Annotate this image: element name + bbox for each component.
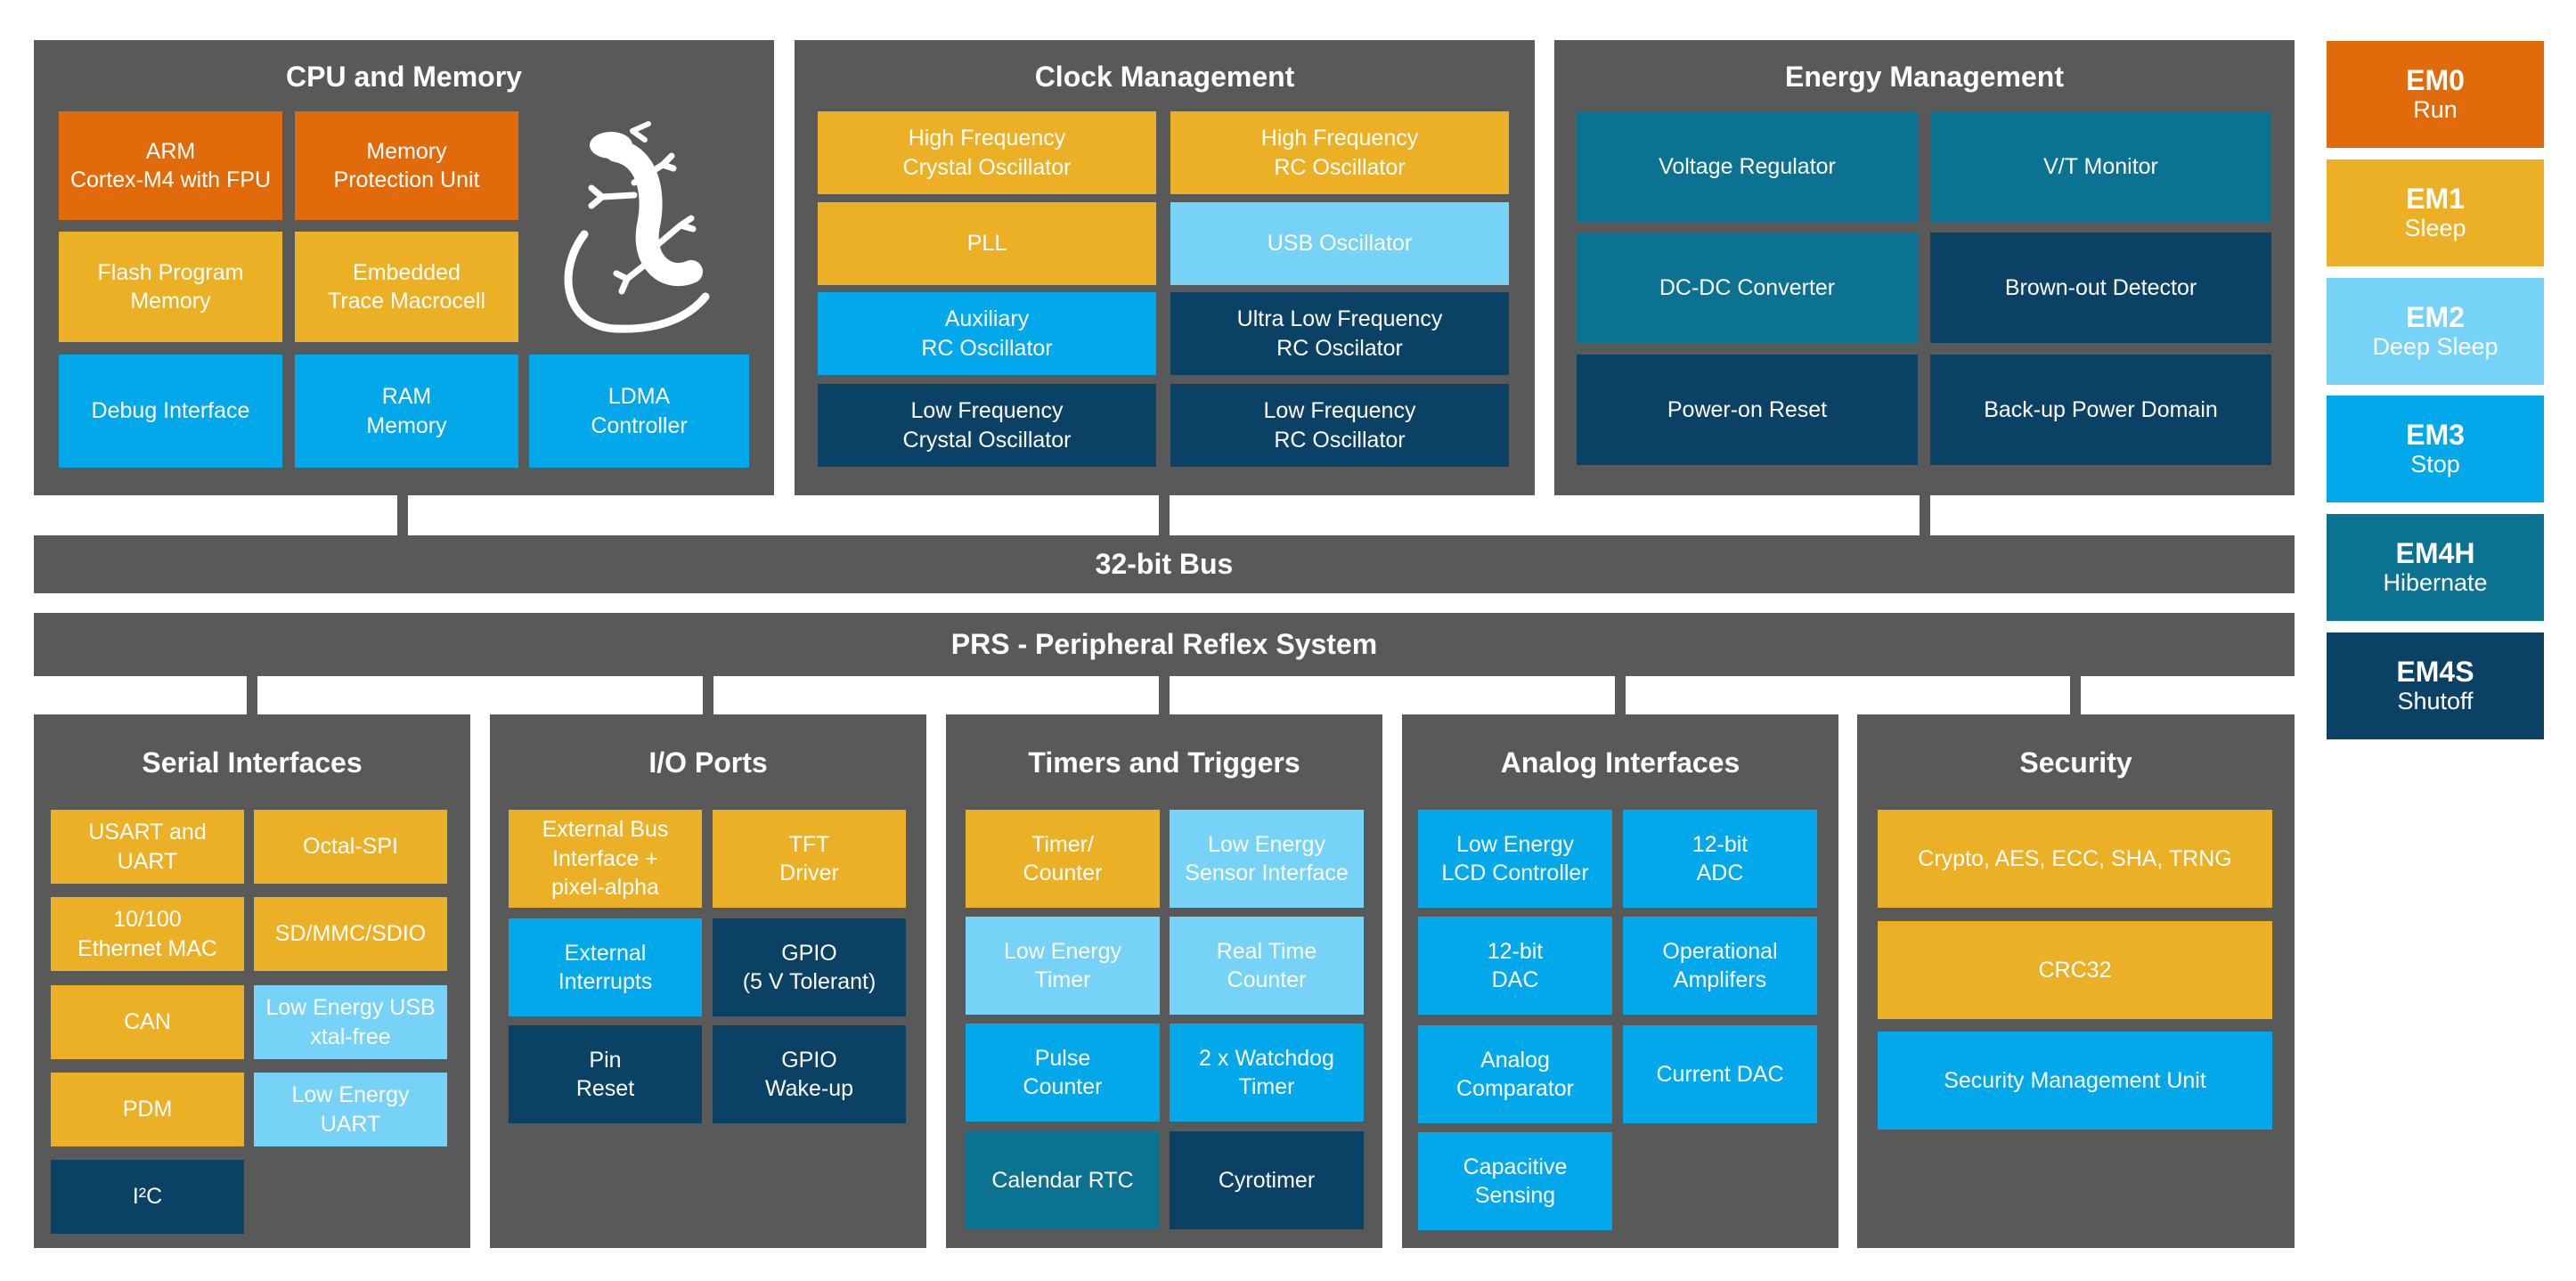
security-management-unit-block: Security Management Unit [1878, 1032, 2272, 1130]
timers-triggers-panel: Timers and Triggers Timer/ Counter Low E… [946, 714, 1382, 1248]
pdm-block: PDM [51, 1073, 244, 1146]
legend-em4h-name: Hibernate [2383, 569, 2488, 597]
analog-interfaces-panel: Analog Interfaces Low Energy LCD Control… [1402, 714, 1838, 1248]
crc32-block: CRC32 [1878, 921, 2272, 1019]
dc-dc-converter-block: DC-DC Converter [1577, 233, 1918, 343]
analog-prs-connector [1615, 675, 1626, 715]
legend-em4s: EM4S Shutoff [2327, 632, 2544, 739]
le-lcd-controller-block: Low Energy LCD Controller [1418, 810, 1612, 908]
energy-bus-connector [1920, 495, 1930, 536]
voltage-regulator-block: Voltage Regulator [1577, 111, 1918, 222]
crypto-block: Crypto, AES, ECC, SHA, TRNG [1878, 810, 2272, 908]
gpio-wake-up-block: GPIO Wake-up [713, 1025, 906, 1123]
power-on-reset-block: Power-on Reset [1577, 355, 1918, 465]
legend-em2: EM2 Deep Sleep [2327, 278, 2544, 385]
le-usb-block: Low Energy USB xtal-free [254, 985, 447, 1059]
watchdog-timer-block: 2 x Watchdog Timer [1170, 1024, 1364, 1122]
tft-driver-block: TFT Driver [713, 810, 906, 908]
prs-bar: PRS - Peripheral Reflex System [34, 613, 2295, 676]
backup-power-domain-block: Back-up Power Domain [1930, 355, 2271, 465]
io-ports-title: I/O Ports [648, 747, 768, 779]
energy-management-panel: Energy Management Voltage Regulator V/T … [1554, 40, 2295, 495]
serial-prs-connector [247, 675, 257, 715]
debug-interface-block: Debug Interface [59, 355, 282, 468]
energy-management-title: Energy Management [1785, 61, 2064, 93]
ram-memory-block: RAM Memory [295, 355, 518, 468]
clock-bus-connector [1159, 495, 1170, 536]
usart-uart-block: USART and UART [51, 810, 244, 884]
auxiliary-rc-oscillator-block: Auxiliary RC Oscillator [818, 292, 1156, 375]
can-block: CAN [51, 985, 244, 1059]
security-panel: Security Crypto, AES, ECC, SHA, TRNG CRC… [1857, 714, 2295, 1248]
timers-prs-connector [1159, 675, 1170, 715]
hf-crystal-oscillator-block: High Frequency Crystal Oscillator [818, 111, 1156, 194]
vt-monitor-block: V/T Monitor [1930, 111, 2271, 222]
legend-em0-name: Run [2413, 96, 2458, 124]
legend-em4s-mode: EM4S [2396, 655, 2474, 688]
legend-em3-name: Stop [2410, 451, 2460, 478]
legend-em4s-name: Shutoff [2397, 688, 2474, 715]
usb-oscillator-block: USB Oscillator [1170, 202, 1509, 285]
pin-reset-block: Pin Reset [509, 1025, 702, 1123]
pulse-counter-block: Pulse Counter [966, 1024, 1160, 1122]
memory-protection-unit-block: Memory Protection Unit [295, 111, 518, 220]
analog-comparator-block: Analog Comparator [1418, 1025, 1612, 1123]
io-prs-connector [703, 675, 713, 715]
legend-em3: EM3 Stop [2327, 396, 2544, 502]
legend-em4h: EM4H Hibernate [2327, 514, 2544, 621]
brown-out-detector-block: Brown-out Detector [1930, 233, 2271, 343]
external-interrupts-block: External Interrupts [509, 918, 702, 1016]
serial-interfaces-title: Serial Interfaces [142, 747, 363, 779]
ulf-rc-oscillator-block: Ultra Low Frequency RC Oscilator [1170, 292, 1509, 375]
cpu-bus-connector [397, 495, 408, 536]
current-dac-block: Current DAC [1623, 1025, 1817, 1123]
gecko-icon [564, 121, 710, 333]
le-sensor-interface-block: Low Energy Sensor Interface [1170, 810, 1364, 908]
external-bus-interface-block: External Bus Interface + pixel-alpha [509, 810, 702, 908]
arm-cortex-m4-block: ARM Cortex-M4 with FPU [59, 111, 282, 220]
io-ports-panel: I/O Ports External Bus Interface + pixel… [490, 714, 926, 1248]
cyrotimer-block: Cyrotimer [1170, 1131, 1364, 1229]
clock-management-panel: Clock Management High Frequency Crystal … [795, 40, 1535, 495]
ethernet-mac-block: 10/100 Ethernet MAC [51, 897, 244, 971]
legend-em0: EM0 Run [2327, 41, 2544, 148]
le-uart-block: Low Energy UART [254, 1073, 447, 1146]
embedded-trace-macrocell-block: Embedded Trace Macrocell [295, 232, 518, 342]
legend-em1-name: Sleep [2404, 215, 2466, 242]
security-prs-connector [2070, 675, 2081, 715]
timers-triggers-title: Timers and Triggers [1028, 747, 1300, 779]
serial-interfaces-panel: Serial Interfaces USART and UART Octal-S… [34, 714, 470, 1248]
octal-spi-block: Octal-SPI [254, 810, 447, 884]
adc-block: 12-bit ADC [1623, 810, 1817, 908]
pll-block: PLL [818, 202, 1156, 285]
hf-rc-oscillator-block: High Frequency RC Oscillator [1170, 111, 1509, 194]
legend-em2-name: Deep Sleep [2372, 333, 2499, 361]
bus-bar: 32-bit Bus [34, 535, 2295, 593]
operational-amplifiers-block: Operational Amplifers [1623, 917, 1817, 1015]
flash-program-memory-block: Flash Program Memory [59, 232, 282, 342]
lf-crystal-oscillator-block: Low Frequency Crystal Oscillator [818, 384, 1156, 467]
ldma-controller-block: LDMA Controller [529, 355, 749, 468]
gpio-5v-tolerant-block: GPIO (5 V Tolerant) [713, 918, 906, 1016]
legend-em1: EM1 Sleep [2327, 159, 2544, 266]
legend-em3-mode: EM3 [2406, 418, 2465, 451]
timer-counter-block: Timer/ Counter [966, 810, 1160, 908]
real-time-counter-block: Real Time Counter [1170, 917, 1364, 1015]
analog-interfaces-title: Analog Interfaces [1500, 747, 1740, 779]
lf-rc-oscillator-block: Low Frequency RC Oscillator [1170, 384, 1509, 467]
i2c-block: I²C [51, 1160, 244, 1234]
legend-em1-mode: EM1 [2406, 182, 2465, 215]
calendar-rtc-block: Calendar RTC [966, 1131, 1160, 1229]
legend-em4h-mode: EM4H [2395, 536, 2475, 569]
dac-block: 12-bit DAC [1418, 917, 1612, 1015]
cpu-memory-title: CPU and Memory [286, 61, 522, 93]
le-timer-block: Low Energy Timer [966, 917, 1160, 1015]
legend-em0-mode: EM0 [2406, 63, 2465, 96]
cpu-memory-panel: CPU and Memory ARM Cortex-M4 with FPU Me… [34, 40, 774, 495]
legend-em2-mode: EM2 [2406, 300, 2465, 333]
capacitive-sensing-block: Capacitive Sensing [1418, 1132, 1612, 1230]
security-title: Security [2019, 747, 2132, 779]
sd-mmc-sdio-block: SD/MMC/SDIO [254, 897, 447, 971]
clock-management-title: Clock Management [1034, 61, 1295, 93]
